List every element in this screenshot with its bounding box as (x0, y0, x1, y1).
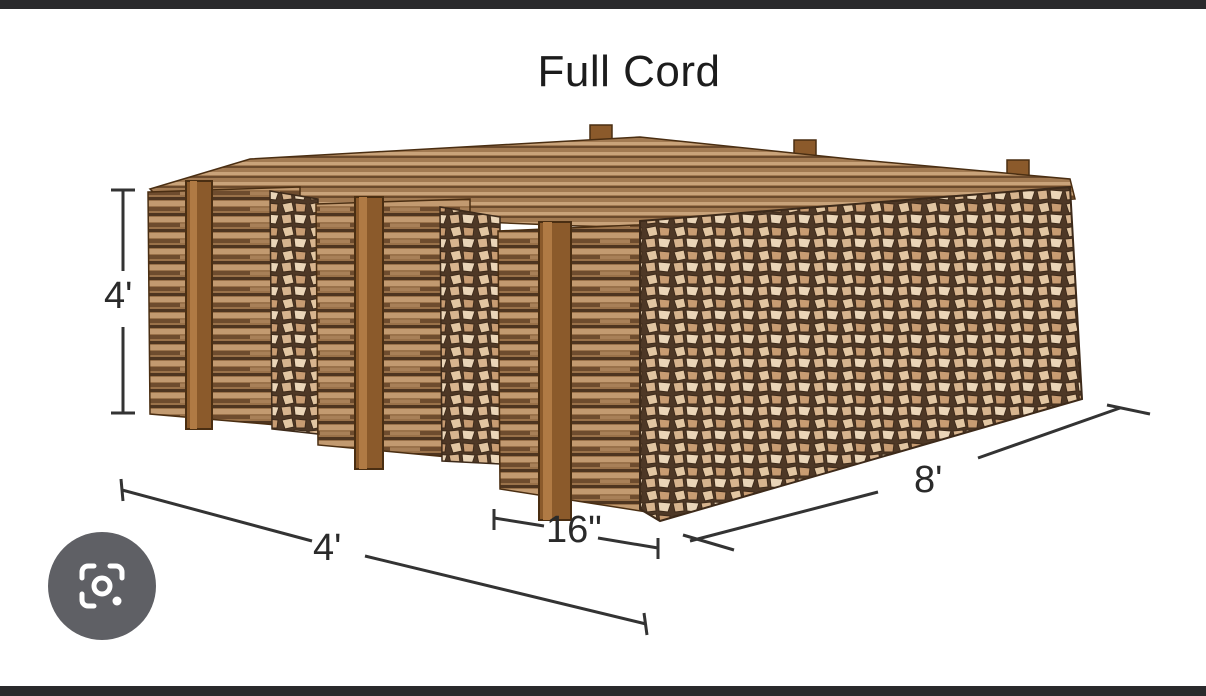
post-front-1 (185, 180, 213, 430)
bottom-bar (0, 686, 1206, 696)
google-lens-icon (79, 563, 125, 609)
google-lens-button[interactable] (48, 532, 156, 640)
row-3-side (497, 223, 661, 515)
firewood-cord-illustration (111, 124, 1151, 636)
width-label: 4' (313, 527, 342, 569)
height-label: 4' (104, 275, 133, 317)
top-bar (0, 0, 1206, 9)
log-length-label: 16" (546, 509, 602, 551)
height-dimension-line (111, 188, 135, 415)
length-label: 8' (914, 459, 943, 501)
length-dimension-line (682, 403, 1151, 552)
stack-end-face (639, 185, 1084, 523)
diagram-title: Full Cord (537, 47, 721, 96)
row-2-ends (439, 206, 501, 465)
image-canvas: Full Cord (0, 9, 1206, 686)
row-1-ends (269, 190, 319, 435)
width-dimension-line (119, 478, 649, 636)
log-length-dimension-line (492, 509, 660, 559)
